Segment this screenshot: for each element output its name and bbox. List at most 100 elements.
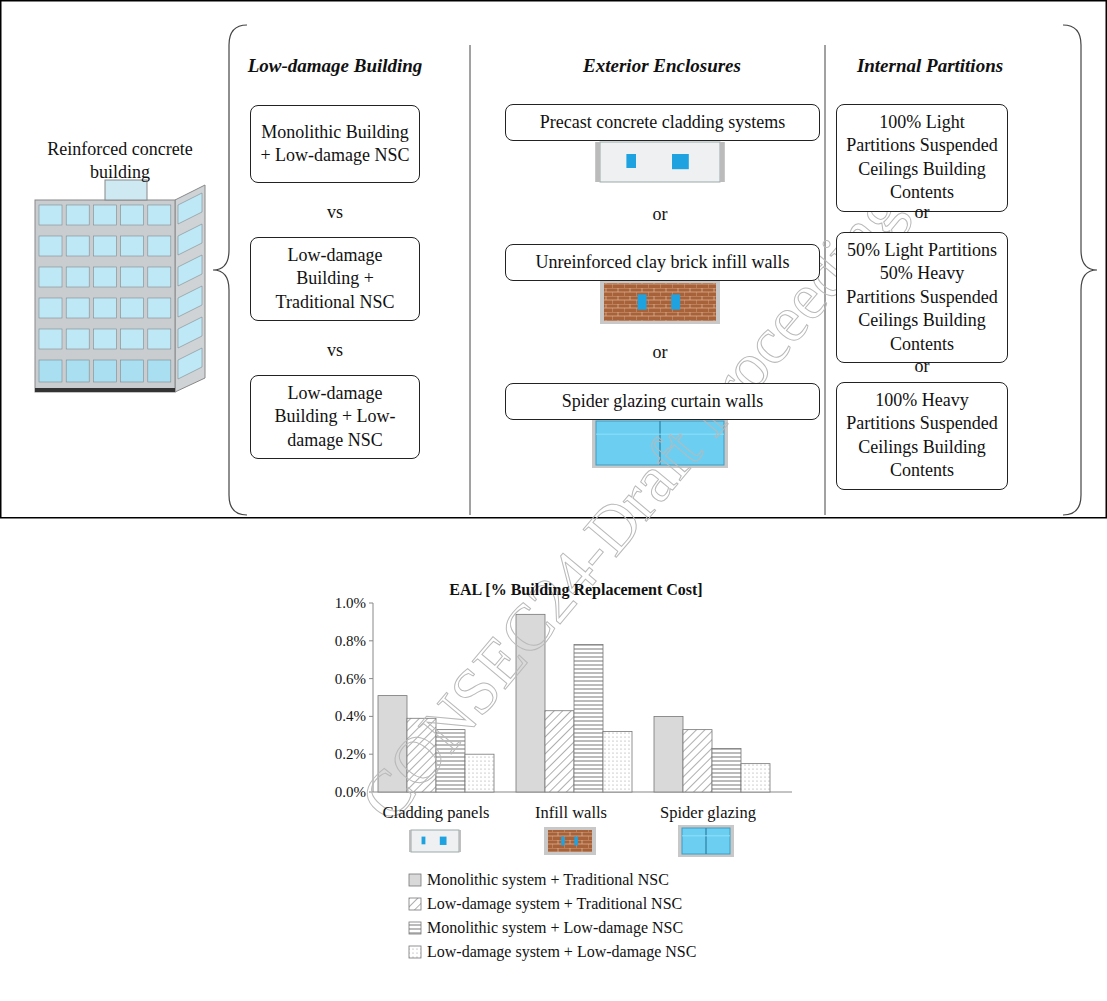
building-window [39,267,62,287]
building-window [66,329,89,349]
building-window [39,298,62,318]
scenario-box: Monolithic Building + Low-damage NSC [250,105,420,183]
box-text: 50% Light Partitions 50% Heavy Partition… [845,239,999,356]
building-window [148,267,171,287]
building-window [93,329,116,349]
infill-icon [600,280,720,324]
separator-word: vs [327,339,343,362]
window [672,154,689,169]
building-front [35,200,175,392]
building-window [178,193,202,224]
column-divider [470,45,471,515]
brick-wall [604,283,716,321]
separator-word: or [653,341,668,364]
legend-text: Low-damage system + Low-damage NSC [427,943,696,961]
y-tick [369,678,373,679]
building-window [148,236,171,256]
illustration-label: Reinforced concrete building [30,138,210,183]
right-brace [1063,25,1097,515]
building-window [178,317,202,348]
box-text: Precast concrete cladding systems [540,111,785,134]
y-tick [369,640,373,641]
building-side [175,185,205,392]
building-window [178,224,202,255]
axis-tick: 0.4% [335,707,366,726]
partition-box: 50% Light Partitions 50% Heavy Partition… [836,232,1008,363]
building-window [148,329,171,349]
legend-swatch [409,922,421,934]
building-window [121,298,144,318]
box-text: Low-damage Building + Traditional NSC [259,244,411,314]
category-label: Infill walls [535,803,607,824]
legend-swatch [409,874,421,886]
column-header: Internal Partitions [857,54,1003,78]
roof-penthouse [105,180,147,200]
enclosure-box: Precast concrete cladding systems [505,104,820,141]
cladding-icon [409,830,461,852]
frame [600,280,720,324]
chart-title: EAL [% Building Replacement Cost] [449,581,702,599]
bar [712,749,741,792]
building-window [93,205,116,225]
window [574,837,578,846]
building-window [39,205,62,225]
building-window [66,298,89,318]
bar [741,764,770,792]
panel-frame [1,1,1107,518]
building-base [35,388,175,392]
building-window [66,360,89,382]
partition-box: 100% Heavy Partitions Suspended Ceilings… [836,382,1008,490]
bar [574,645,603,792]
legend-text: Monolithic system + Traditional NSC [427,871,669,889]
axis-tick: 1.0% [335,594,366,613]
building-window [93,267,116,287]
building-window [66,267,89,287]
scenario-box: Low-damage Building + Traditional NSC [250,237,420,321]
legend-text: Monolithic system + Low-damage NSC [427,919,683,937]
infill-icon [544,827,596,855]
column [720,142,725,182]
category-label: Cladding panels [383,803,490,824]
separator-word: or [653,203,668,226]
building-window [121,236,144,256]
building-window [178,286,202,317]
legend-swatch [409,898,421,910]
building-window [121,267,144,287]
building-window [148,360,171,382]
box-text: Monolithic Building + Low-damage NSC [259,121,411,168]
bar [545,711,574,792]
y-tick [369,716,373,717]
frame [678,825,734,857]
building-window [39,329,62,349]
column-header: Exterior Enclosures [583,54,741,78]
building-window [66,205,89,225]
building-illustration [35,180,205,392]
transom [682,835,730,836]
partition-box: 100% Light Partitions Suspended Ceilings… [836,104,1008,212]
glass [682,828,730,854]
frame [544,827,596,855]
building-window [93,236,116,256]
legend-swatch [409,946,421,958]
building-window [148,298,171,318]
building-window [178,255,202,286]
building-window [121,329,144,349]
separator-word: vs [327,201,343,224]
box-text: 100% Heavy Partitions Suspended Ceilings… [845,389,999,483]
building-window [93,298,116,318]
window [422,837,426,845]
separator-word: or [915,201,930,224]
building-window [121,360,144,382]
left-brace [213,25,247,515]
bar [683,730,712,792]
window [638,294,647,309]
window [671,294,680,309]
window [626,154,636,168]
axis-tick: 0.2% [335,745,366,764]
building-window [93,360,116,382]
enclosure-box: Spider glazing curtain walls [505,383,820,420]
box-text: 100% Light Partitions Suspended Ceilings… [845,111,999,205]
y-tick [369,603,373,604]
box-text: Spider glazing curtain walls [562,390,763,413]
